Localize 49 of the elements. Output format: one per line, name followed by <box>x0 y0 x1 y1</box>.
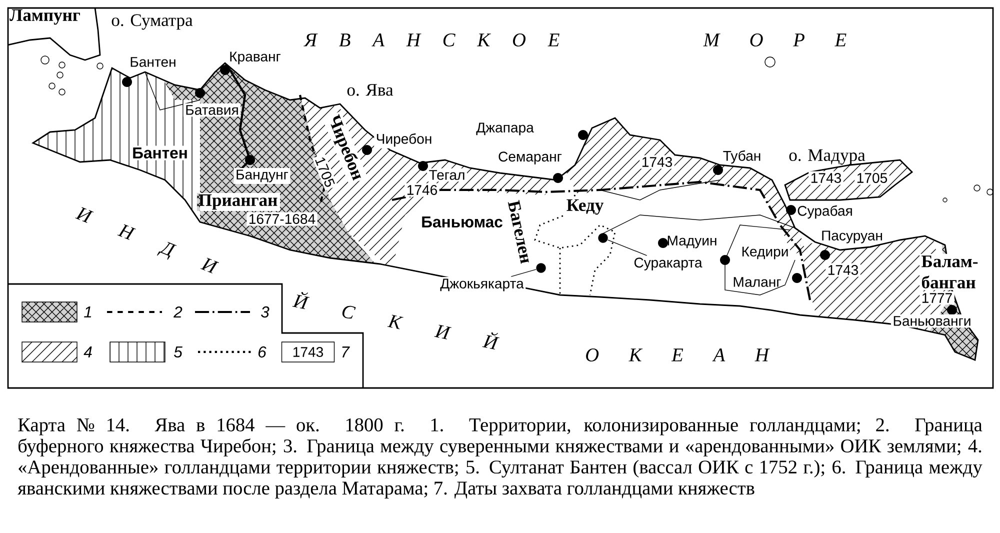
leader-line <box>510 269 536 277</box>
map-label: 1743 <box>826 263 860 277</box>
map-label: Краванг <box>230 52 280 64</box>
caption: Карта № 14. Ява в 1684 — ок. 1800 г. 1. Территории, колонизированные голландцами; 2. Граница буферного княжества Чиребон; 3. Граница между суверенными княжествами и «арендованными» ОИК землями; 4. «Арендованные» голландцами территории княжеств; 5. Султанат Бантен (вассал ОИК с 1752 г.); 6. Граница между яванскими княжествами после раздела Матарама; 7. Даты захвата голландцами княжеств <box>18 418 982 499</box>
map-label: 1743 <box>808 171 844 185</box>
map-label: Лампунг <box>10 9 80 25</box>
map-label: Тубан <box>723 150 760 164</box>
map-label: Прианган <box>198 194 278 210</box>
map-label: 1677-1684 <box>246 212 318 226</box>
sea-name: О К Е А Н <box>586 348 770 362</box>
legend-number: 6 <box>258 346 266 358</box>
map-label: Баньюванги <box>890 314 974 328</box>
map-label: Бантен <box>130 57 176 67</box>
map-label: 1746 <box>404 183 440 197</box>
map-label: Кедири <box>742 246 788 260</box>
place-label: Джокьякарта <box>438 276 526 294</box>
map-label: Семаранг <box>496 150 564 166</box>
city-dot <box>536 263 546 273</box>
city-dot <box>598 233 608 243</box>
map-label: Джапара <box>474 120 536 138</box>
map-label: Маланг <box>734 277 781 287</box>
sea-name: М О Р Е <box>703 34 846 46</box>
map-label: Багелен <box>506 198 534 266</box>
map-label: 1743 <box>640 155 674 169</box>
map-label: 1777 <box>920 291 954 305</box>
map-label: Кеду <box>564 198 606 216</box>
legend-number: 2 <box>174 306 182 318</box>
legend-sample: 1743 <box>281 342 335 362</box>
legend-number: 5 <box>174 346 182 358</box>
legend-number: 7 <box>342 346 350 358</box>
legend-number: 4 <box>84 346 92 358</box>
map-label: о. Ява <box>347 84 394 96</box>
legend-number: 3 <box>260 306 270 318</box>
map-label: Бантен <box>130 146 190 160</box>
map-label: 1705 <box>854 171 890 185</box>
map-label: Тегал <box>427 168 467 182</box>
place-label: Суракарта <box>632 256 704 272</box>
map-label: Баньюмас <box>419 214 505 230</box>
map-label: Чиребон <box>374 132 434 148</box>
map-label: Бандунг <box>234 168 290 184</box>
legend-number: 1 <box>84 306 92 318</box>
leader-line <box>607 240 648 256</box>
map-label: Сурабая <box>798 205 852 219</box>
map-label: Батавия <box>183 103 241 117</box>
map-label: Мадуин <box>668 236 716 248</box>
map-label: о. Мадура <box>789 149 866 165</box>
sea-name: Я В А Н С К О Е <box>304 34 560 46</box>
map-label: Пасуруан <box>822 230 882 244</box>
map-label: о. Суматра <box>112 14 193 30</box>
